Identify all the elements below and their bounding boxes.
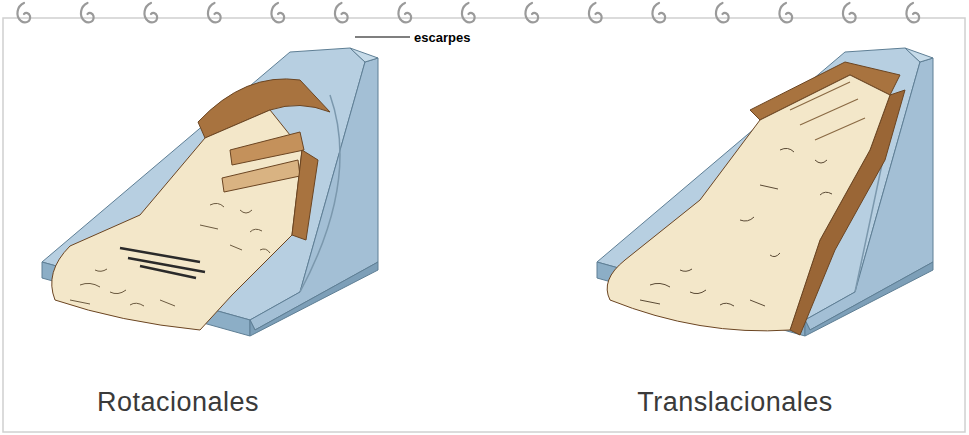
binding-ring: [525, 3, 538, 22]
caption-box: Translacionales: [575, 378, 895, 426]
binding-ring: [843, 3, 856, 22]
leader-line: [355, 36, 410, 37]
page-frame: [3, 18, 965, 432]
binding-ring: [462, 3, 475, 22]
binding-ring: [589, 3, 602, 22]
binding-ring: [779, 3, 792, 22]
binding-ring: [652, 3, 665, 22]
binding-ring: [81, 3, 94, 22]
translational-slide: [607, 62, 905, 335]
binding-ring: [17, 3, 30, 22]
binding-ring: [398, 3, 411, 22]
part-label: escarpes: [414, 30, 470, 45]
binding-ring: [144, 3, 157, 22]
rotational-block: [42, 48, 378, 336]
binding-ring: [208, 3, 221, 22]
binding-ring: [906, 3, 919, 22]
binding-ring: [716, 3, 729, 22]
binding-ring: [335, 3, 348, 22]
translational-block: [597, 48, 933, 336]
spiral-binding: [17, 3, 919, 22]
caption-text: Translacionales: [637, 387, 833, 418]
caption-box: Rotacionales: [18, 378, 338, 426]
caption-text: Rotacionales: [97, 387, 259, 418]
binding-ring: [271, 3, 284, 22]
